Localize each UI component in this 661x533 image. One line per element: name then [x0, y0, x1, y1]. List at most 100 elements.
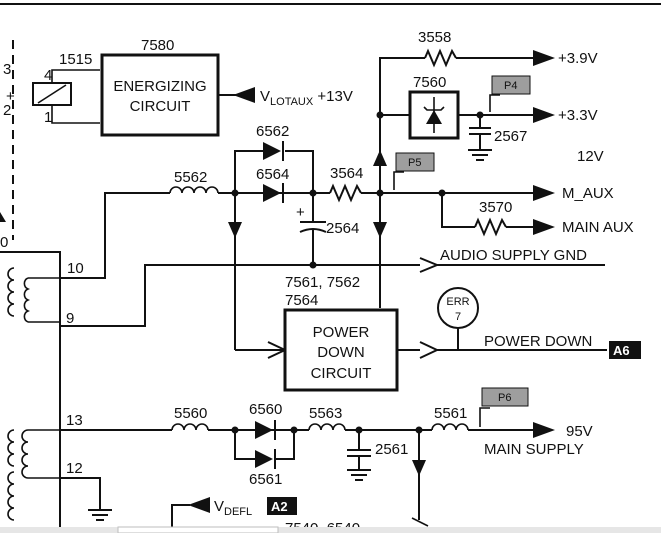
primary-winding-mid: [7, 429, 15, 467]
energizing-ref: 7580: [141, 37, 174, 54]
r3558-label: 3558: [418, 29, 451, 46]
probe-p5-label: P5: [408, 157, 421, 169]
sheet-ref-a6: A6: [613, 343, 630, 358]
energizing-line2: CIRCUIT: [130, 98, 191, 115]
footer-bar: [0, 527, 661, 533]
sheet-ref-a2: A2: [271, 499, 288, 514]
m-aux-label: M_AUX: [562, 185, 614, 202]
capacitor-2564: + 2564: [296, 193, 359, 269]
relay-coil-diagonal: [37, 84, 67, 104]
arrow-3v9: [533, 50, 555, 66]
diode-6562: [263, 142, 281, 160]
c2561-label: 2561: [375, 441, 408, 458]
l5563-label: 5563: [309, 405, 342, 422]
probe-p4-label: P4: [504, 80, 517, 92]
d6562-left: [234, 150, 263, 193]
v95-label: 95V: [566, 423, 593, 440]
relay-1515: 1515 4 1: [32, 51, 100, 126]
power-down-line2: DOWN: [317, 344, 365, 361]
diode-6561: [255, 450, 273, 468]
diode-6560: [255, 421, 273, 439]
sheet-ref-a6-box: [609, 341, 641, 359]
arrow-main-aux: [533, 219, 555, 235]
audio-gnd-label: AUDIO SUPPLY GND: [440, 247, 587, 264]
c2564-plus: +: [296, 204, 305, 221]
probe-p4: [491, 75, 531, 95]
arrow-3v3: [533, 107, 555, 123]
resistor-3558: [424, 48, 457, 68]
probe-p6: [481, 387, 529, 407]
relay-pin-top: 4: [44, 67, 52, 84]
energizing-box: [100, 53, 220, 137]
edge-mark-top: 3: [3, 61, 11, 78]
energizing-circuit: 7580 ENERGIZING CIRCUIT VLOTAUX +13V: [100, 37, 353, 137]
l5561-label: 5561: [434, 405, 467, 422]
d6561-left: [234, 430, 255, 460]
d6562-right: [285, 150, 314, 193]
power-down-line1: POWER: [313, 324, 370, 341]
wire-pin10: [60, 192, 170, 279]
resistor-3570: [474, 217, 507, 237]
arrow-419-down: [412, 460, 426, 476]
v33-label: +3.3V: [558, 107, 598, 124]
d6561-label: 6561: [249, 471, 282, 488]
main-supply-section: 5560 6560 6561 5563 2561 5561 95V MAIN S…: [60, 387, 593, 527]
primary-winding-low: [7, 471, 15, 521]
vdefl-label: VDEFL: [214, 498, 252, 518]
inductor-5561: [431, 423, 469, 431]
d6561-right: [275, 430, 295, 460]
v12-label: 12V: [577, 148, 604, 165]
edge-plus-mark: +: [6, 88, 15, 105]
diode-6564: [263, 184, 281, 202]
d6564-label: 6564: [256, 166, 289, 183]
pin-12: 12: [66, 460, 83, 477]
pin-13: 13: [66, 412, 83, 429]
footer-tab: [117, 526, 279, 533]
arrow-235-down: [228, 222, 242, 238]
wire-to-3570: [441, 193, 475, 228]
arrow-m-aux: [533, 185, 555, 201]
inductor-5562: [169, 186, 219, 194]
inductor-5560: [171, 423, 209, 431]
arrow-audio-gnd: [419, 257, 440, 273]
ic7560-label: 7560: [413, 74, 446, 91]
sheet-ref-a2-box: [267, 497, 297, 515]
probe-p6-label: P6: [498, 392, 511, 404]
transformer-frame: [0, 251, 61, 533]
wire-pin12-gnd: [60, 477, 101, 510]
r3570-label: 3570: [479, 199, 512, 216]
vlotaux-arrow: [233, 87, 255, 103]
arrow-95v: [533, 422, 555, 438]
zener-triangle: [426, 110, 442, 124]
probe-p6-lead: [479, 407, 490, 427]
arrow-power-down: [419, 341, 440, 359]
relay-pin-bottom: 1: [44, 109, 52, 126]
relay-label: 1515: [59, 51, 92, 68]
vlotaux-label: VLOTAUX +13V: [260, 88, 353, 108]
rail-vertical: [379, 57, 425, 252]
c2564-label: 2564: [326, 220, 359, 237]
regulator-section: 3558 +3.9V 7560 +3.3V 2567 P4 12V: [376, 29, 604, 252]
resistor-3564: [329, 183, 362, 203]
probe-p5: [395, 152, 435, 172]
c2567-label: 2567: [494, 128, 527, 145]
zener-bar: [423, 106, 445, 111]
power-down-label: POWER DOWN: [484, 333, 592, 350]
err-line2: 7: [455, 311, 461, 323]
vdefl-arrow: [188, 497, 210, 513]
m-aux-section: 3564 M_AUX 3570 MAIN AUX P5: [329, 150, 634, 308]
probe-p4-lead: [489, 94, 500, 112]
edge-digit: 0: [0, 234, 8, 251]
probe-p5-lead: [393, 171, 404, 190]
l5562-label: 5562: [174, 169, 207, 186]
power-down-line3: CIRCUIT: [311, 365, 372, 382]
secondary-winding-bottom: [21, 429, 29, 479]
relay-wire-bottom: [51, 105, 100, 124]
power-down-circuit: 7561, 7562 7564 POWER DOWN CIRCUIT ERR 7…: [267, 274, 641, 392]
d6560-label: 6560: [249, 401, 282, 418]
main-aux-label: MAIN AUX: [562, 219, 634, 236]
power-down-refs-2: 7564: [285, 292, 318, 309]
pin-10: 10: [67, 260, 84, 277]
